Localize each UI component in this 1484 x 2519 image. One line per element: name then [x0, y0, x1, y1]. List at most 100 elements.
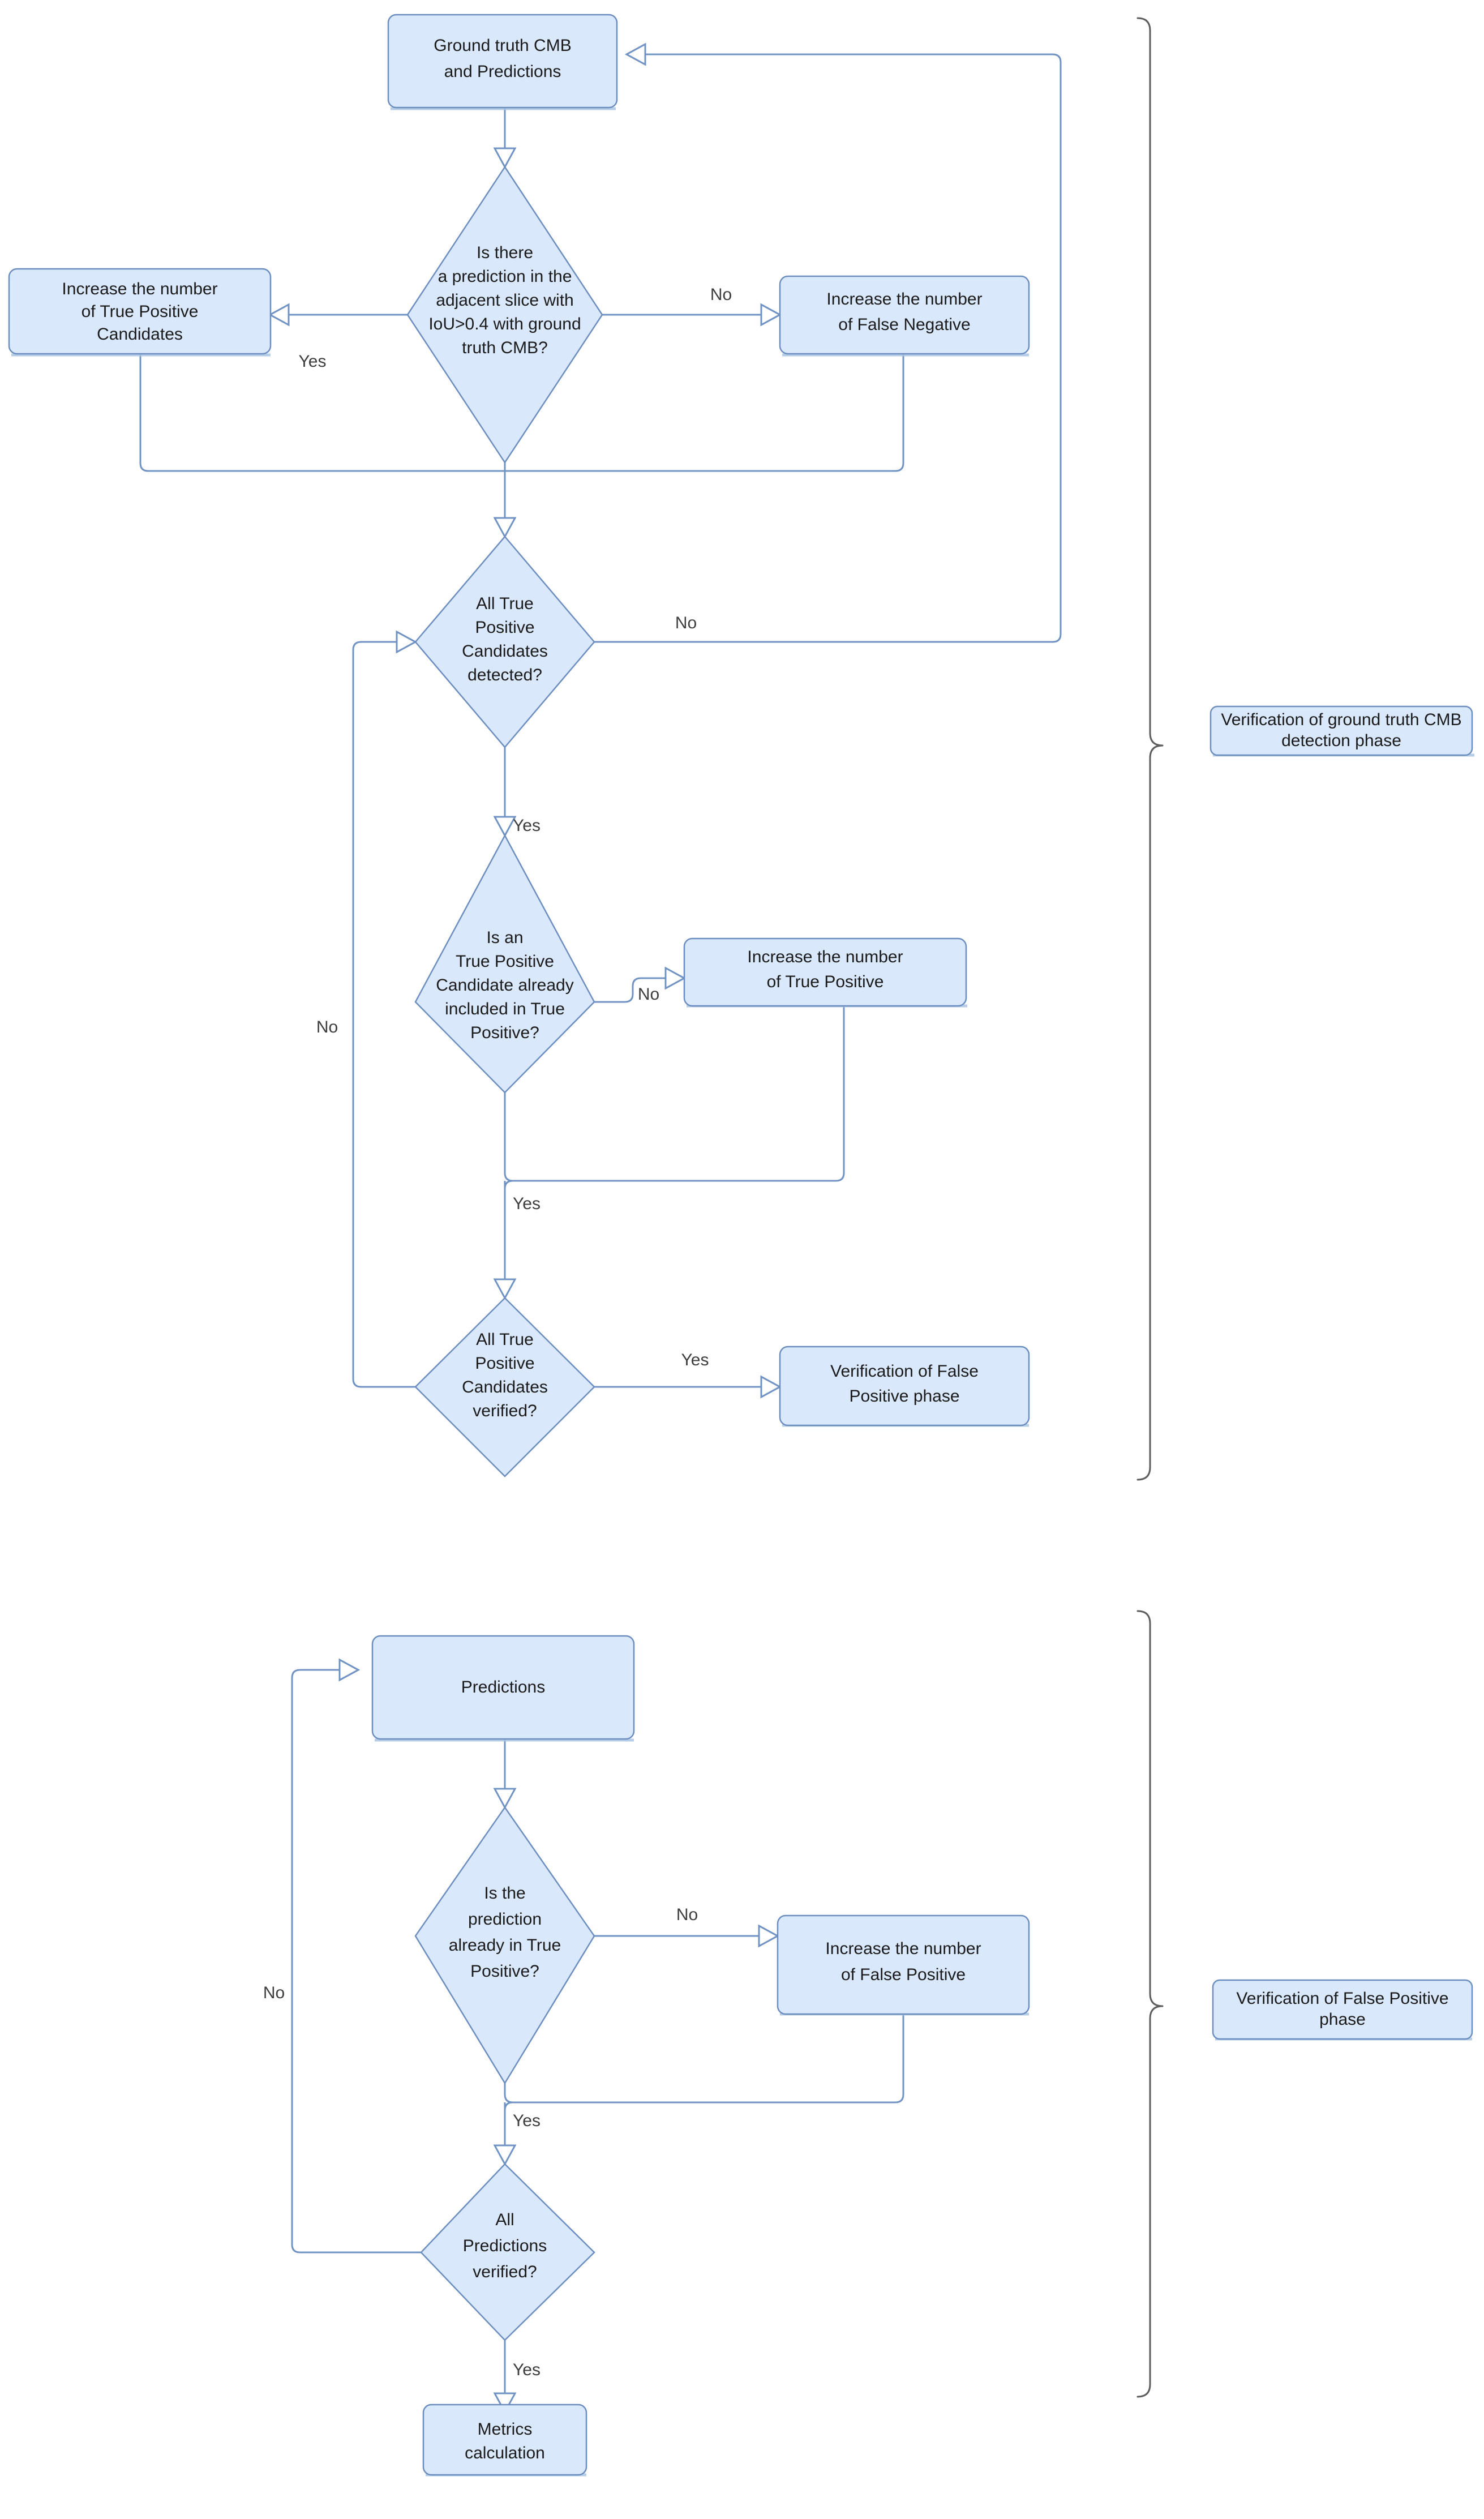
node-label-line: of True Positive	[82, 302, 199, 321]
node-label-line: Positive	[475, 618, 534, 637]
nodes-layer: Ground truth CMB and Predictions Is ther…	[8, 14, 1030, 2477]
node-label-line: Positive	[475, 1354, 534, 1373]
arrow-head-decision4-no-loop	[396, 630, 418, 654]
node-label-line: of True Positive	[767, 973, 884, 991]
node-label-line: True Positive	[456, 952, 554, 971]
node-label-line: Positive phase	[849, 1387, 959, 1406]
edge-label-yes-merge-down: Yes	[513, 1194, 541, 1213]
edge-increase-fp-merge	[504, 2013, 904, 2134]
edge-label-no-back-to-start: No	[675, 614, 697, 632]
node-label-line: All True	[476, 1330, 534, 1349]
node-label-line: adjacent slice with	[436, 291, 573, 310]
node-label-line: Verification of False	[830, 1362, 979, 1381]
node-increase-false-positive[interactable]: Increase the number of False Positive	[777, 1914, 1030, 2016]
node-label-line: Increase the number	[825, 1939, 981, 1958]
arrow-head-decision3-no	[664, 966, 687, 990]
node-label-line: Predictions	[463, 2237, 547, 2255]
node-label-line: Is an	[486, 928, 523, 947]
node-label-line: Increase the number	[62, 280, 217, 298]
edge-label-yes-to-all-predictions: Yes	[513, 2111, 541, 2130]
node-label-line: Is the	[484, 1884, 525, 1903]
node-label-line: detected?	[467, 666, 542, 684]
arrow-head-decision5-no	[758, 1924, 780, 1948]
node-label-line: verified?	[473, 2263, 537, 2281]
phase-bracket-ground-truth	[1136, 17, 1164, 1481]
node-all-true-positive-candidates-verified[interactable]: All True Positive Candidates verified?	[414, 1297, 595, 1477]
phase-bracket-false-positive	[1136, 1610, 1164, 2398]
node-metrics-calculation[interactable]: Metrics calculation	[422, 2404, 587, 2477]
edge-label-yes-to-tp-check: Yes	[513, 816, 541, 835]
edge-label-no-loop-predictions: No	[263, 1984, 285, 2002]
node-label-line: of False Positive	[841, 1965, 966, 1984]
node-label-line: included in True	[445, 1000, 565, 1018]
node-label-line: Metrics	[478, 2420, 533, 2439]
edge-decision3-no-to-increase-tp	[594, 977, 666, 1003]
arrow-head-merge-to-decision6	[493, 2144, 517, 2166]
edge-decision5-yes-merge	[504, 2083, 513, 2104]
node-label-line: verified?	[473, 1402, 537, 1420]
edge-decision6-no-loop	[291, 1669, 421, 2254]
arrow-head-start-to-decision1	[493, 147, 517, 169]
node-ground-truth-and-predictions[interactable]: Ground truth CMB and Predictions	[387, 14, 618, 110]
node-label-line: a prediction in the	[438, 267, 572, 286]
arrow-head-decision2-no-back-to-start	[624, 42, 646, 66]
edge-label-no-false-negative: No	[710, 285, 732, 304]
phase-label-ground-truth[interactable]	[1209, 705, 1474, 757]
phase-label-text-false-positive: Verification of False Positive phase	[1236, 1989, 1449, 2029]
edge-decision2-no-back-to-start	[594, 53, 1062, 643]
node-label-line: of False Negative	[838, 315, 970, 334]
node-label-line: Positive?	[470, 1023, 539, 1042]
node-label-line: prediction	[468, 1910, 542, 1929]
node-all-true-positive-candidates-detected[interactable]: All True Positive Candidates detected?	[414, 535, 595, 748]
node-label-line: All	[495, 2210, 514, 2229]
edge-false-negative-merge	[505, 354, 904, 472]
node-predictions[interactable]: Predictions	[371, 1635, 635, 1742]
edge-label-no-loop-left: No	[316, 1018, 338, 1036]
node-label-line: Candidate already	[436, 976, 574, 995]
edge-label-no-increase-tp: No	[638, 985, 659, 1004]
node-increase-true-positive[interactable]: Increase the number of True Positive	[683, 937, 967, 1008]
node-label-line: calculation	[465, 2444, 545, 2462]
node-label-line: Positive?	[470, 1962, 539, 1981]
arrow-head-decision4-yes	[760, 1375, 782, 1399]
edge-label-yes-to-metrics: Yes	[513, 2361, 541, 2379]
node-is-tp-candidate-already-in-true-positive[interactable]: Is an True Positive Candidate already in…	[414, 834, 595, 1094]
edge-label-yes-tp-candidates: Yes	[299, 352, 327, 371]
arrow-head-decision1-yes	[268, 303, 290, 327]
node-label-line: Candidates	[462, 642, 548, 661]
edge-label-yes-to-fp-phase: Yes	[681, 1351, 709, 1369]
node-is-there-prediction-adjacent-slice[interactable]: Is there a prediction in the adjacent sl…	[406, 165, 603, 464]
edge-label-no-increase-fp: No	[676, 1905, 698, 1924]
node-verification-of-false-positive-phase[interactable]: Verification of False Positive phase	[779, 1346, 1030, 1427]
node-is-prediction-already-in-true-positive[interactable]: Is the prediction already in True Positi…	[414, 1806, 595, 2085]
node-label-line: Ground truth CMB	[434, 36, 571, 55]
node-label-line: already in True	[449, 1936, 561, 1955]
phase-label-text-ground-truth: Verification of ground truth CMB detecti…	[1221, 710, 1462, 750]
node-label-line: Is there	[477, 243, 533, 262]
node-label-line: Increase the number	[826, 290, 982, 309]
edges-layer	[139, 42, 1062, 2414]
node-all-predictions-verified[interactable]: All Predictions verified?	[420, 2163, 595, 2341]
node-label-line: truth CMB?	[462, 339, 548, 357]
node-increase-true-positive-candidates[interactable]: Increase the number of True Positive Can…	[8, 268, 272, 357]
edge-labels-layer: Yes No No Yes No Yes No Yes No Yes No Ye…	[263, 285, 732, 2379]
arrow-head-predictions-to-decision5	[493, 1788, 517, 1810]
node-label-line: Candidates	[462, 1378, 548, 1396]
arrow-head-decision6-yes	[493, 2392, 517, 2414]
phase-label-false-positive[interactable]	[1212, 1979, 1473, 2041]
node-label-line: and Predictions	[444, 62, 561, 81]
edge-tp-candidates-merge	[139, 354, 505, 472]
node-label-line: Predictions	[461, 1678, 545, 1697]
node-label-line: Candidates	[97, 325, 183, 344]
arrow-head-merge-to-decision4	[493, 1278, 517, 1300]
edge-decision3-yes-merge	[504, 1093, 513, 1182]
arrow-head-decision6-no-loop	[338, 1658, 361, 1682]
node-label-line: IoU>0.4 with ground	[428, 315, 581, 333]
node-increase-false-negative[interactable]: Increase the number of False Negative	[779, 275, 1030, 357]
node-label-line: All True	[476, 594, 534, 613]
node-label-line: Increase the number	[747, 948, 903, 966]
arrow-head-decision2-yes	[493, 816, 517, 838]
arrow-head-decision1-no	[760, 303, 782, 327]
edge-decision4-no-loop	[352, 641, 415, 1388]
